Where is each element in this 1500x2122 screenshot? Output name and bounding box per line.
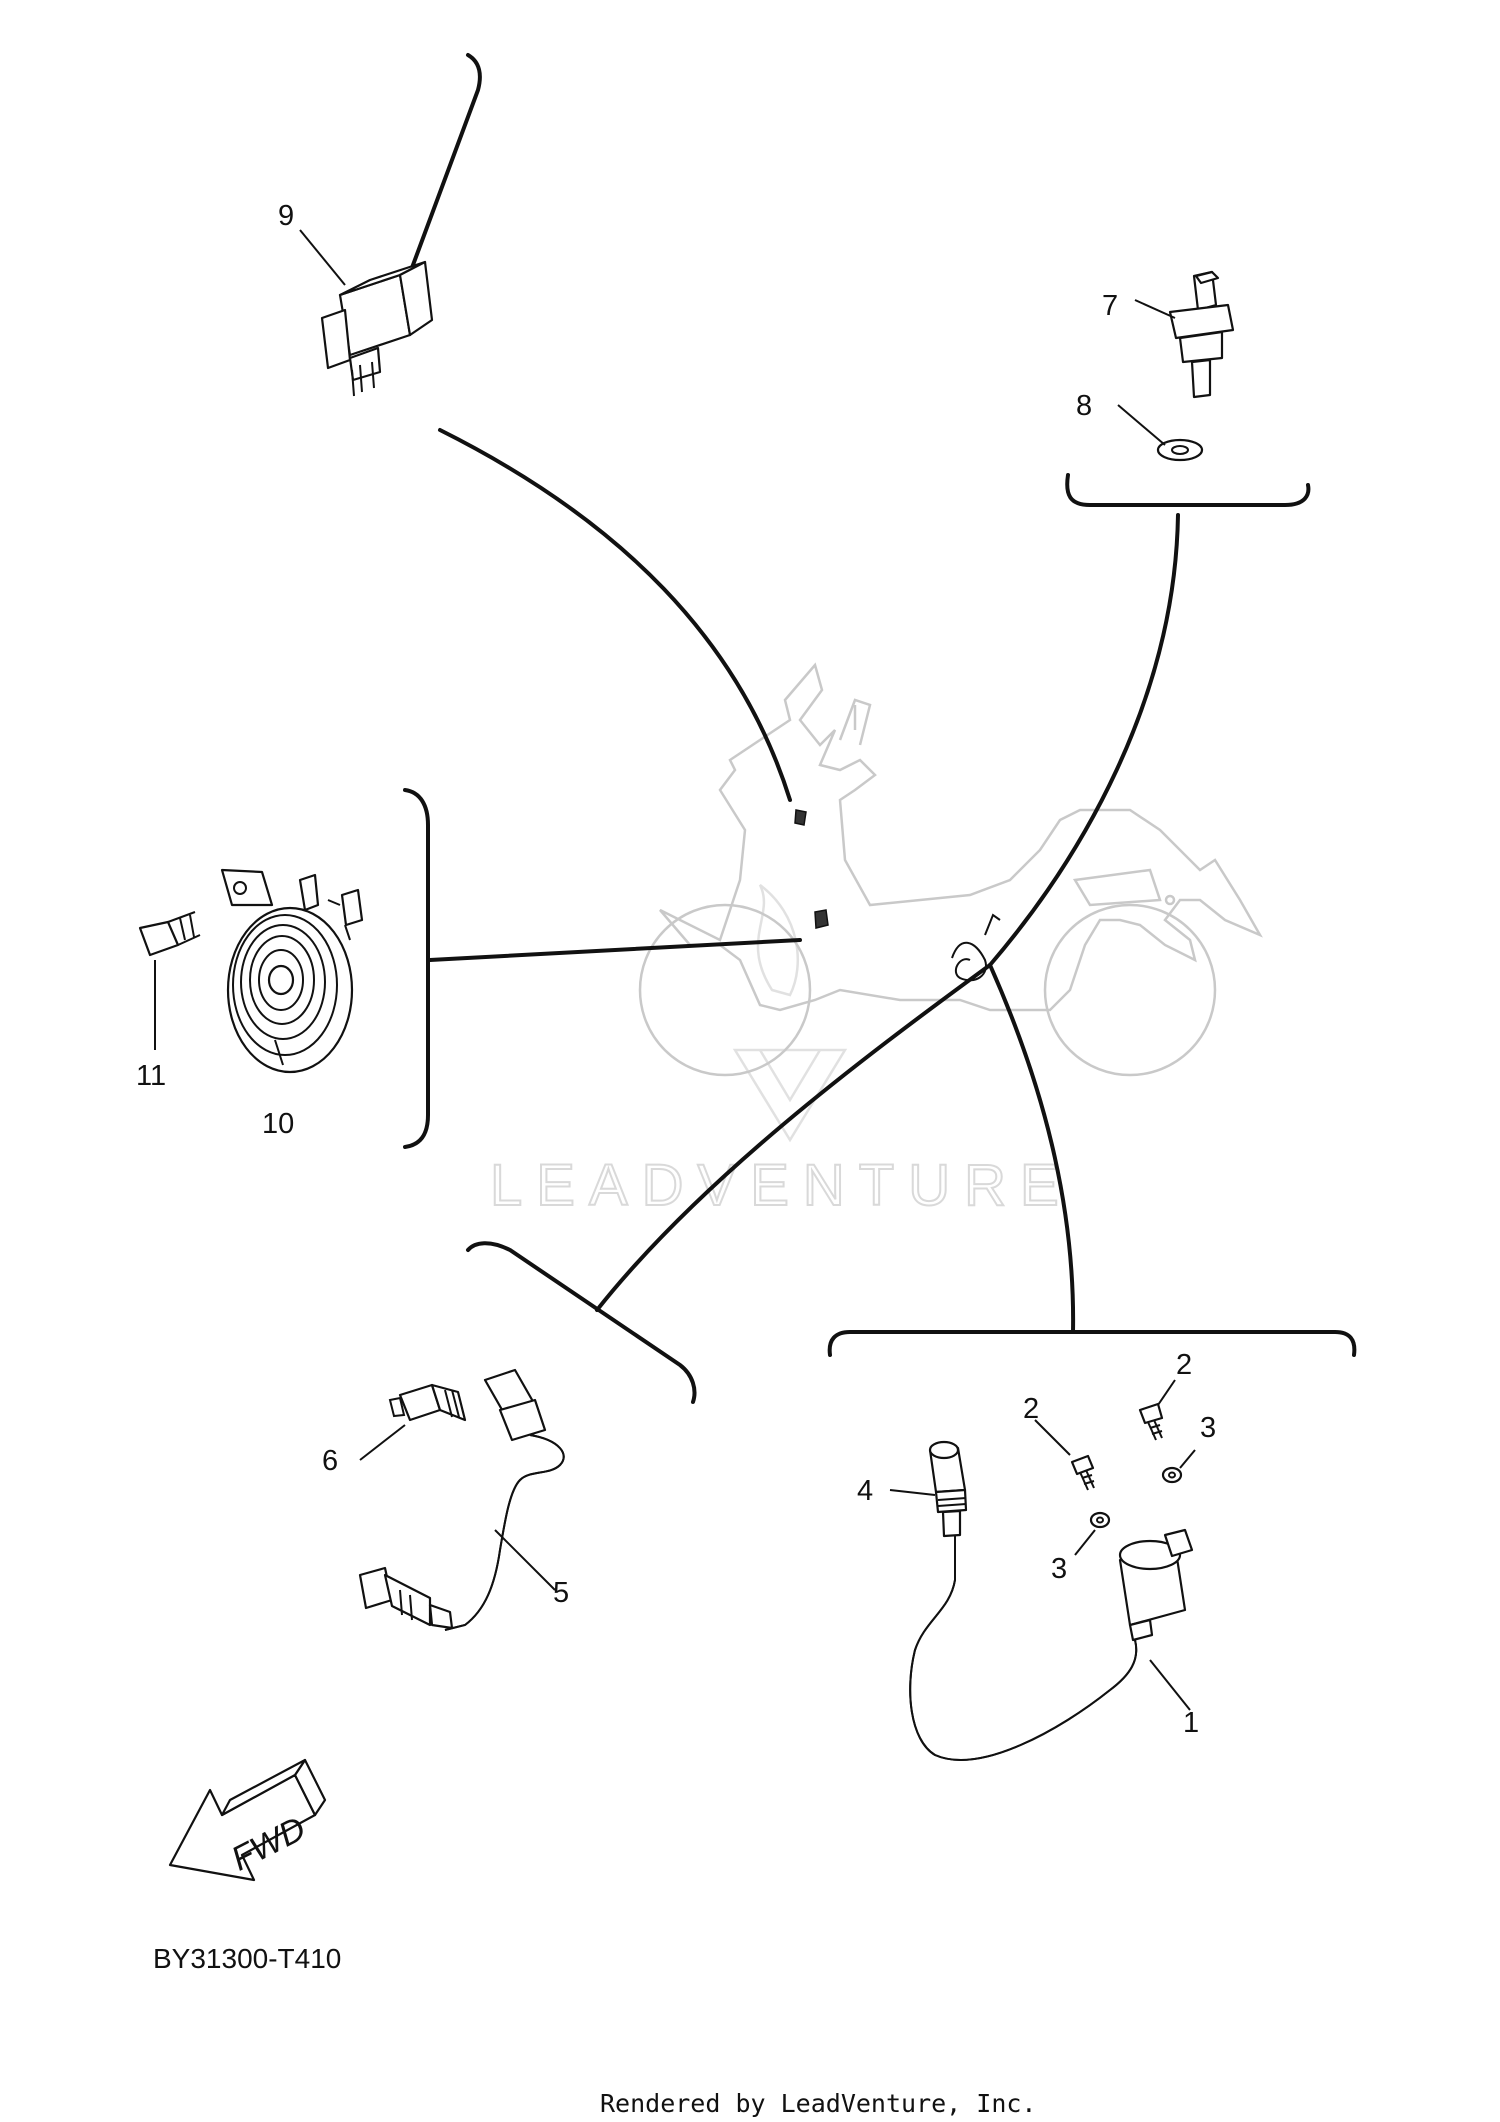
bracket-horn (403, 788, 430, 1149)
callout-7: 7 (1102, 290, 1118, 322)
callout-10: 10 (262, 1108, 294, 1140)
callout-3a: 3 (1051, 1553, 1067, 1585)
callout-2b: 2 (1176, 1349, 1192, 1381)
bracket-coil (827, 1330, 1357, 1357)
callout-6: 6 (322, 1445, 338, 1477)
callout-1: 1 (1183, 1707, 1199, 1739)
callout-9: 9 (278, 200, 294, 232)
screw-part-2a (1034, 1419, 1095, 1491)
watermark-text: LEADVENTURE (490, 1153, 1073, 1218)
bracket-neutral-switch (466, 1241, 697, 1404)
fwd-arrow: FWD (168, 1758, 327, 1882)
callout-3b: 3 (1200, 1412, 1216, 1444)
bracket-thermo-sensor (1065, 473, 1311, 507)
callout-4: 4 (857, 1475, 873, 1507)
switch-part-6 (359, 1383, 467, 1461)
drawing-code: BY31300-T410 (153, 1943, 341, 1974)
screw-part-2b (1138, 1379, 1176, 1441)
mount-points (794, 809, 1001, 982)
callout-8: 8 (1076, 390, 1092, 422)
leader-lines (428, 428, 1180, 1334)
forward-arrow-icon (168, 1758, 327, 1882)
washer-part-3b (1161, 1449, 1196, 1484)
plug-cap-part-4 (889, 1440, 968, 1538)
vehicle-outline (638, 662, 1263, 1077)
watermark: LEADVENTURE (489, 884, 1073, 1219)
callout-leaders (274, 229, 1176, 1066)
rendered-by-credit: Rendered by LeadVenture, Inc. (600, 2089, 1037, 2118)
callout-11: 11 (136, 1060, 166, 1092)
callout-5: 5 (553, 1577, 569, 1609)
thermo-sensor-part-7 (1168, 270, 1235, 399)
bolt-part-11 (138, 911, 201, 1050)
washer-part-3a (1074, 1511, 1111, 1556)
horn-part-10 (220, 868, 364, 1074)
lead-wire-part-5 (358, 1368, 565, 1631)
callout-numbers: 9 7 8 11 10 6 5 4 2 2 3 3 1 (136, 200, 1216, 1739)
washer-part-8 (1156, 438, 1204, 462)
callout-2a: 2 (1023, 1393, 1039, 1425)
relay-part-9 (320, 260, 434, 397)
ignition-coil-part-1 (909, 1528, 1194, 1761)
